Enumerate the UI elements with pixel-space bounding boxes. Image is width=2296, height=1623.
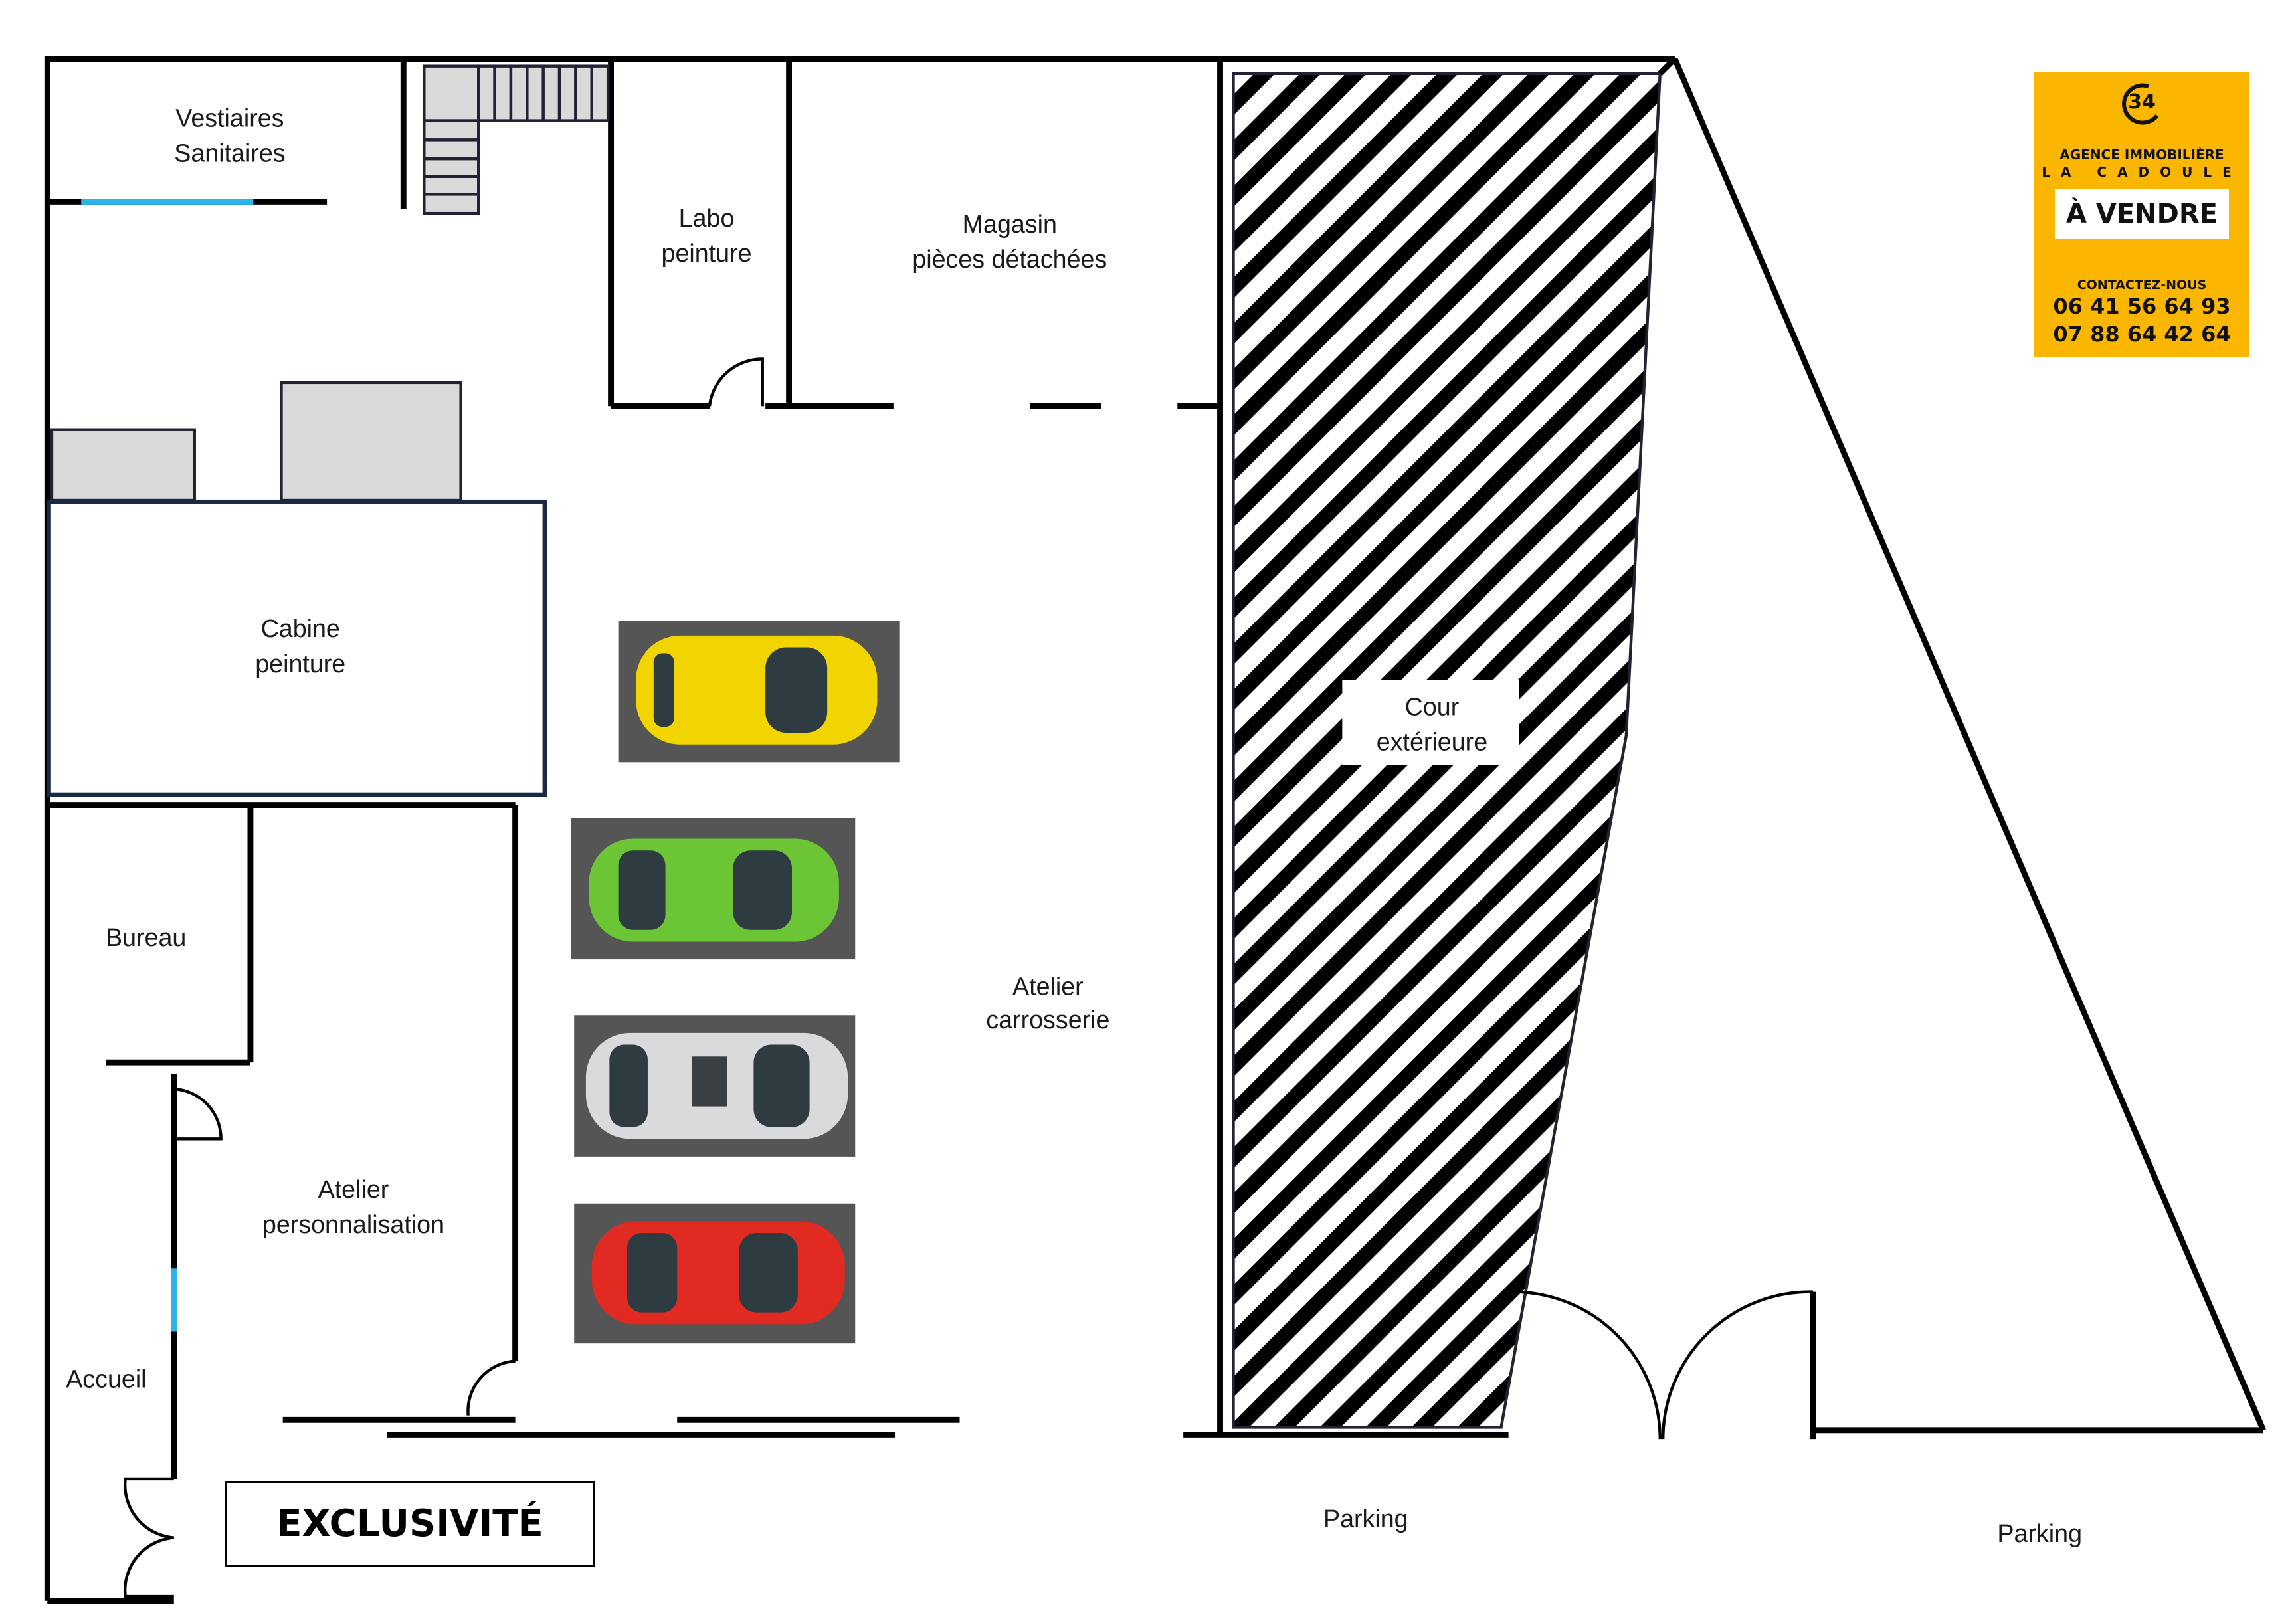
car-red (574, 1203, 856, 1344)
room-label-atelier-perso-2: personnalisation (262, 1210, 444, 1238)
staircase (423, 64, 610, 215)
paint-booth (47, 499, 547, 797)
car-white (574, 1015, 856, 1157)
agency-name-line1: AGENCE IMMOBILIÈRE (2059, 147, 2224, 163)
room-label-atelier-perso: Atelier (318, 1175, 389, 1203)
room-label-sanitaires: Sanitaires (174, 140, 285, 167)
room-label-bureau: Bureau (106, 923, 186, 951)
room-label-vestiaires: Vestiaires (175, 104, 284, 132)
exclusivity-label: EXCLUSIVITÉ (225, 1481, 595, 1567)
car-green (571, 818, 856, 960)
room-label-atelier-carrosserie-2: carrosserie (986, 1006, 1109, 1034)
for-sale-label: À VENDRE (2055, 189, 2229, 239)
phone-number[interactable]: 07 88 64 42 64 (2053, 322, 2231, 347)
room-label-cour-2: extérieure (1377, 728, 1487, 756)
logo-number: 34 (2128, 90, 2156, 114)
room-label-parking-2: Parking (1997, 1519, 2082, 1547)
room-label-cabine: Cabine (261, 615, 340, 642)
walls (44, 56, 2266, 1604)
contact-label: CONTACTEZ-NOUS (2077, 278, 2207, 292)
room-label-atelier-carrosserie: Atelier (1012, 972, 1084, 1000)
equipment-block (50, 428, 196, 502)
agency-sale-badge: 34 AGENCE IMMOBILIÈRE LA CADOULE À VENDR… (2034, 72, 2249, 357)
room-label-magasin: Magasin (963, 210, 1057, 238)
room-label-magasin-2: pièces détachées (912, 245, 1107, 273)
logo-ring-icon (2122, 83, 2159, 125)
room-label-cour: Cour (1405, 692, 1460, 720)
agency-name-line2: LA CADOULE (2042, 164, 2242, 180)
room-label-cabine-2: peinture (255, 650, 345, 678)
phone-number[interactable]: 06 41 56 64 93 (2053, 294, 2231, 319)
room-label-labo-2: peinture (662, 239, 752, 267)
room-label-accueil: Accueil (66, 1365, 146, 1393)
car-yellow (618, 621, 900, 763)
room-label-parking-1: Parking (1323, 1505, 1408, 1533)
room-label-labo: Labo (679, 204, 735, 232)
equipment-block (280, 381, 462, 502)
agency-logo: 34 (2119, 81, 2165, 128)
